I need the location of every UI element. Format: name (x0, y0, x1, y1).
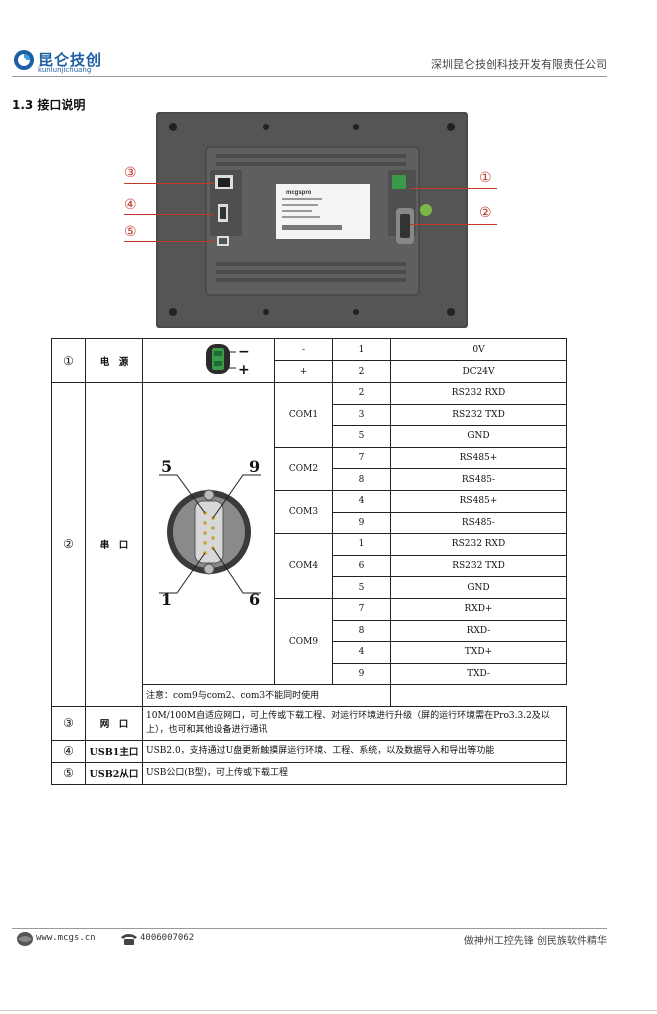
row-name-power: 电 源 (85, 338, 143, 383)
com-group-name: COM2 (274, 446, 333, 491)
pin-signal: RS485+ (390, 446, 567, 470)
com-group-name: COM4 (274, 533, 333, 599)
row-no-ethernet: ③ (51, 705, 86, 741)
callout-line-1 (410, 188, 497, 189)
row-name-serial: 串 口 (85, 382, 143, 707)
company-name: 深圳昆仑技创科技开发有限责任公司 (431, 58, 607, 71)
serial-note: 注意：com9与com2、com3不能同时使用 (142, 684, 391, 707)
pin-number: 2 (332, 382, 391, 405)
pin-signal: RXD- (390, 619, 567, 643)
pin-signal: GND (390, 425, 567, 448)
section-title: 1.3 接口说明 (12, 98, 86, 112)
row-no-power: ① (51, 338, 86, 383)
footer-phone: 4006007062 (140, 933, 195, 943)
row-name-usb1: USB1主口 (85, 739, 143, 763)
interface-spec-table: ① 电 源 − + - 1 0V + 2 DC24V ② 串 口 (51, 338, 567, 785)
com-group-name: COM3 (274, 489, 333, 535)
device-label-brand: mcgspro (286, 190, 312, 196)
pin-number: 4 (332, 489, 391, 513)
company-logo-icon (14, 50, 34, 70)
callout-4: ④ (124, 197, 137, 213)
row-desc-ethernet: 10M/100M自适应网口，可上传或下载工程、对运行环境进行升级（屏的运行环境需… (142, 705, 567, 741)
callout-1: ① (479, 170, 492, 186)
row-no-usb2: ⑤ (51, 761, 86, 785)
pin-number: 9 (332, 511, 391, 535)
row-desc-usb2: USB公口(B型)，可上传或下载工程 (142, 761, 567, 785)
pin-signal: TXD- (390, 662, 567, 686)
row-no-usb1: ④ (51, 739, 86, 763)
pin-signal: TXD+ (390, 641, 567, 664)
pin-number: 1 (332, 533, 391, 556)
pin-signal: RS485- (390, 468, 567, 491)
pin-number: 3 (332, 403, 391, 427)
pin-number: 6 (332, 554, 391, 578)
row-no-serial: ② (51, 382, 86, 707)
pin-signal: RXD+ (390, 597, 567, 621)
row-name-ethernet: 网 口 (85, 705, 143, 741)
globe-icon (17, 932, 33, 946)
power-connector-image: − + (142, 338, 275, 383)
pin-number: 5 (332, 576, 391, 599)
db9-pin-label: 1 (161, 590, 172, 607)
device-back-image: mcgspro (156, 112, 468, 328)
pin-number: 8 (332, 468, 391, 491)
power-pin-group: - (274, 338, 333, 361)
power-pin-signal: 0V (390, 338, 567, 361)
power-pin-number: 1 (332, 338, 391, 361)
callout-line-3 (124, 183, 214, 184)
pin-signal: RS232 RXD (390, 382, 567, 405)
row-desc-usb1: USB2.0，支持通过U盘更新触摸屏运行环境、工程、系统，以及数据导入和导出等功… (142, 739, 567, 763)
db9-pin-label: 6 (249, 590, 260, 607)
com-group-name: COM9 (274, 597, 333, 686)
power-pin-signal: DC24V (390, 360, 567, 383)
footer-website[interactable]: www.mcgs.cn (36, 933, 96, 943)
callout-line-2 (410, 224, 497, 225)
callout-2: ② (479, 205, 492, 221)
pin-signal: RS485+ (390, 489, 567, 513)
callout-line-5 (124, 241, 214, 242)
pin-number: 7 (332, 446, 391, 470)
com-group-name: COM1 (274, 382, 333, 448)
pin-signal: RS232 TXD (390, 554, 567, 578)
callout-3: ③ (124, 165, 137, 181)
pin-number: 8 (332, 619, 391, 643)
phone-icon (121, 934, 137, 945)
power-terminal-icon: − + (205, 344, 250, 378)
pin-signal: GND (390, 576, 567, 599)
db9-connector-icon: 5 9 1 6 (158, 457, 261, 609)
footer-divider (12, 928, 607, 929)
pin-number: 9 (332, 662, 391, 686)
power-minus-label: − (238, 344, 250, 360)
logo-text-cn: 昆仑技创 (38, 51, 103, 69)
power-plus-label: + (238, 362, 250, 378)
page-bottom-edge (0, 1010, 657, 1011)
footer-slogan: 做神州工控先锋 创民族软件精华 (463, 936, 607, 947)
row-name-usb2: USB2从口 (85, 761, 143, 785)
power-pin-number: 2 (332, 360, 391, 383)
db9-connector-image: 5 9 1 6 (142, 381, 275, 686)
db9-pin-label: 9 (249, 457, 260, 476)
pin-signal: RS232 TXD (390, 403, 567, 427)
power-pin-group: + (274, 360, 333, 383)
logo-text-en: kunlunjichuang (38, 66, 92, 74)
callout-line-4 (124, 214, 214, 215)
pin-signal: RS232 RXD (390, 533, 567, 556)
pin-number: 5 (332, 425, 391, 448)
pin-number: 4 (332, 641, 391, 664)
header-divider (12, 76, 607, 77)
pin-signal: RS485- (390, 511, 567, 535)
pin-number: 7 (332, 597, 391, 621)
db9-pin-label: 5 (161, 457, 172, 476)
callout-5: ⑤ (124, 224, 137, 240)
